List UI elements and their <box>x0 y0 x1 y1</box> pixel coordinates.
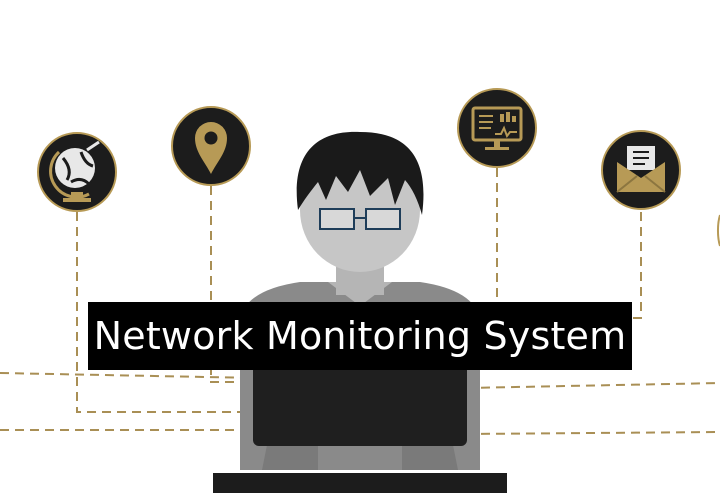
laptop-base <box>213 473 507 493</box>
connection-line-globe <box>76 212 258 413</box>
person-hand-right <box>402 440 458 470</box>
connection-line-right-upper <box>465 382 720 389</box>
laptop-screen-back <box>253 350 467 446</box>
connection-line-envelope <box>632 212 642 319</box>
partial-icon-edge <box>716 214 720 247</box>
connection-lines <box>0 168 720 435</box>
monitor-dashboard-icon <box>457 88 537 168</box>
person-hair <box>296 131 424 215</box>
connection-line-right-lower <box>465 431 720 435</box>
location-pin-icon <box>171 106 251 186</box>
connection-line-left-upper <box>0 372 259 379</box>
title-banner: Network Monitoring System <box>88 302 632 370</box>
laptop <box>213 350 507 493</box>
person-hand-left <box>262 440 318 470</box>
person-glasses <box>319 208 401 230</box>
envelope-icon <box>601 130 681 210</box>
page-title: Network Monitoring System <box>93 314 627 358</box>
globe-satellite-icon <box>37 132 117 212</box>
